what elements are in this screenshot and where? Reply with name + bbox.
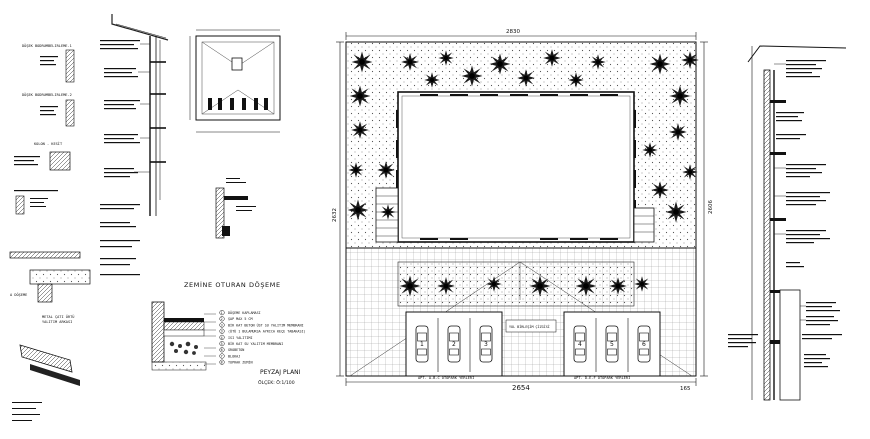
legend-item: GROBETON <box>228 348 244 352</box>
legend-marker <box>219 328 225 334</box>
column-section: KOLON - KESİT <box>14 141 71 171</box>
legend-item: DÖŞEME KAPLAMASI <box>228 310 261 315</box>
small-section-detail <box>215 178 256 239</box>
parking-space-number: 4 <box>578 341 582 348</box>
svg-text:DÖŞEK BODRUMBELIRLEME-1: DÖŞEK BODRUMBELIRLEME-1 <box>22 43 72 48</box>
legend-number: 4 <box>221 336 223 340</box>
left-wall-section: DÖŞEK BODRUMBELIRLEME-1 DÖŞEK BODRUMBELI… <box>9 14 169 421</box>
wall-detail-1: DÖŞEK BODRUMBELIRLEME-1 <box>22 43 75 83</box>
ground-slab-section: ZEMİNE OTURAN DÖŞEME 1 DÖŞEME KAPLAMASI 2 Ş… <box>151 280 306 386</box>
legend-number: 6 <box>221 348 223 352</box>
dim-bottom: 2654 <box>512 384 530 392</box>
legend-item: TOPRAK ZEMİN <box>228 360 253 365</box>
legend-number: 7 <box>221 354 223 358</box>
svg-text:METAL ÇATI ÖRTÜ: METAL ÇATI ÖRTÜ <box>42 314 74 319</box>
legend-number: 3 <box>221 330 223 334</box>
slab-section-title: ZEMİNE OTURAN DÖŞEME <box>184 280 281 289</box>
wall-detail-2: DÖŞEK BODRUMBELIRLEME-2 <box>22 92 75 127</box>
legend-number: 1 <box>221 311 223 315</box>
legend-number: 5 <box>221 342 223 346</box>
floor-slab-detail: A DÖŞEME METAL ÇATI ÖRTÜ YALITIM ARKASI <box>9 240 140 324</box>
legend-item: ŞAP MAX 5 CM <box>228 317 253 321</box>
legend-marker <box>219 353 225 359</box>
parking-space-number: 6 <box>642 341 646 348</box>
parking-space-number: 1 <box>420 341 424 348</box>
dim-right: 2606 <box>708 200 714 214</box>
legend-number: 2 <box>221 317 223 321</box>
center-road-label: YOL BİRLEŞİM ÇİZGİSİ <box>509 324 550 329</box>
svg-text:A DÖŞEME: A DÖŞEME <box>10 292 27 297</box>
legend-marker <box>219 347 225 353</box>
parking-space-number: 5 <box>610 341 614 348</box>
legend-item: (ÖTÜ 1 BULAMURSA AYRICA KEÇE TABAKASI) <box>228 329 306 334</box>
legend-marker <box>219 359 225 365</box>
legend-marker <box>219 334 225 340</box>
dim-left: 2632 <box>332 208 338 222</box>
legend-marker <box>219 310 225 316</box>
legend-item: BİR KAT BETON ÜST SU YALITIM MEMBRANI <box>228 322 304 327</box>
svg-text:YALITIM ARKASI: YALITIM ARKASI <box>42 320 72 324</box>
legend-marker <box>219 322 225 328</box>
site-plan-title: PEYZAJ PLANI <box>260 369 301 376</box>
site-plan: YOL BİRLEŞİM ÇİZGİSİ APT. A-B-C OTOPARK … <box>332 29 714 392</box>
small-detail-block <box>14 190 58 215</box>
dimension-lines <box>336 32 708 386</box>
legend-number: 8 <box>221 361 223 365</box>
svg-text:KOLON - KESİT: KOLON - KESİT <box>34 141 63 146</box>
dim-small: 165 <box>680 386 691 392</box>
svg-text:DÖŞEK BODRUMBELIRLEME-2: DÖŞEK BODRUMBELIRLEME-2 <box>22 92 72 97</box>
legend-item: BLOKAJ <box>228 354 240 358</box>
parking-space-number: 3 <box>484 341 488 348</box>
legend-marker <box>219 316 225 322</box>
legend-number: 3 <box>221 323 223 327</box>
legend-marker <box>219 341 225 347</box>
right-wall-section <box>728 45 847 401</box>
legend-item: ISI YALITIMI <box>228 336 253 340</box>
site-plan-scale: ÖLÇEK: Ö:1/100 <box>258 379 295 386</box>
parking-label-right: APT. D-E-F OTOPARK YERLERİ <box>574 375 630 380</box>
mini-floor-plan <box>189 29 281 133</box>
roof-eave-detail <box>12 344 80 421</box>
parking-label-left: APT. A-B-C OTOPARK YERLERİ <box>418 375 474 380</box>
parking-space-number: 2 <box>452 341 456 348</box>
dim-top: 2830 <box>506 29 520 35</box>
legend-item: BİR KAT SU YALITIM MEMBRANI <box>228 341 283 346</box>
